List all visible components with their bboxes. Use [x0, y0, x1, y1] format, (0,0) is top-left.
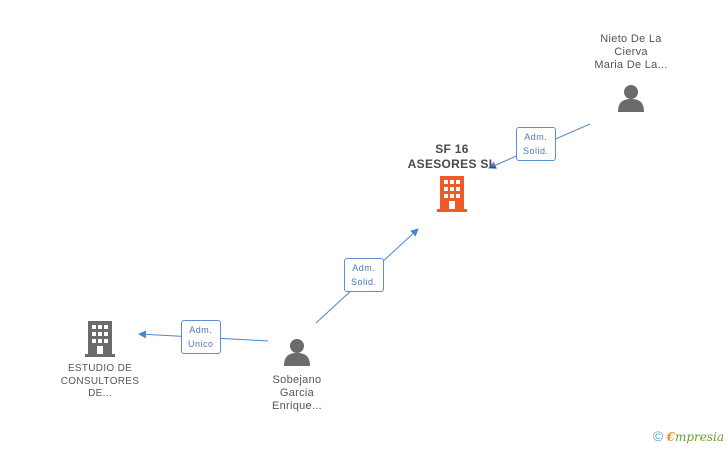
person-node-nieto[interactable]: Nieto De La Cierva Maria De La... [576, 33, 686, 112]
brand-text: mpresia [674, 430, 724, 444]
empresia-watermark: © €mpresia [653, 428, 724, 444]
role-badge-top-right[interactable]: Adm. Solid. [516, 127, 556, 161]
role-badge-line2: Solid. [351, 277, 377, 287]
company-node-estudio[interactable]: ESTUDIO DE CONSULTORES DE... [46, 321, 154, 401]
role-badge-line2: Unico [188, 339, 214, 349]
brand-name: €mpresia [667, 430, 724, 444]
company-name-line1: SF 16 [435, 142, 469, 156]
person-icon [618, 85, 644, 112]
company-name-line3: DE... [88, 388, 112, 399]
role-badge-line1: Adm. [189, 325, 213, 335]
company-name-line1: ESTUDIO DE [67, 363, 133, 374]
role-badge-line1: Adm. [352, 263, 376, 273]
person-name-line1: Sobejano [272, 374, 322, 386]
person-icon [284, 339, 310, 366]
role-badge-bottom-mid-center[interactable]: Adm. Solid. [344, 258, 384, 292]
role-badge-line1: Adm. [524, 132, 548, 142]
company-name-line2: CONSULTORES [60, 375, 140, 387]
building-icon [437, 176, 467, 212]
person-name-line3: Enrique... [271, 400, 323, 412]
person-name-line2: Cierva [614, 46, 648, 58]
role-badge-bottom-left[interactable]: Adm. Unico [181, 320, 221, 354]
person-name-line2: Garcia [279, 387, 315, 399]
building-icon [85, 321, 115, 357]
role-badge-line2: Solid. [523, 146, 549, 156]
person-node-sobejano[interactable]: Sobejano Garcia Enrique... [244, 338, 350, 413]
company-node-sf16[interactable]: SF 16 ASESORES SL [394, 142, 510, 212]
person-name-line3: Maria De La... [594, 59, 668, 71]
brand-e-logo: € [666, 430, 675, 444]
company-name-line2: ASESORES SL [407, 157, 497, 171]
person-name-line1: Nieto De La [600, 33, 662, 45]
copyright-icon: © [652, 428, 664, 444]
